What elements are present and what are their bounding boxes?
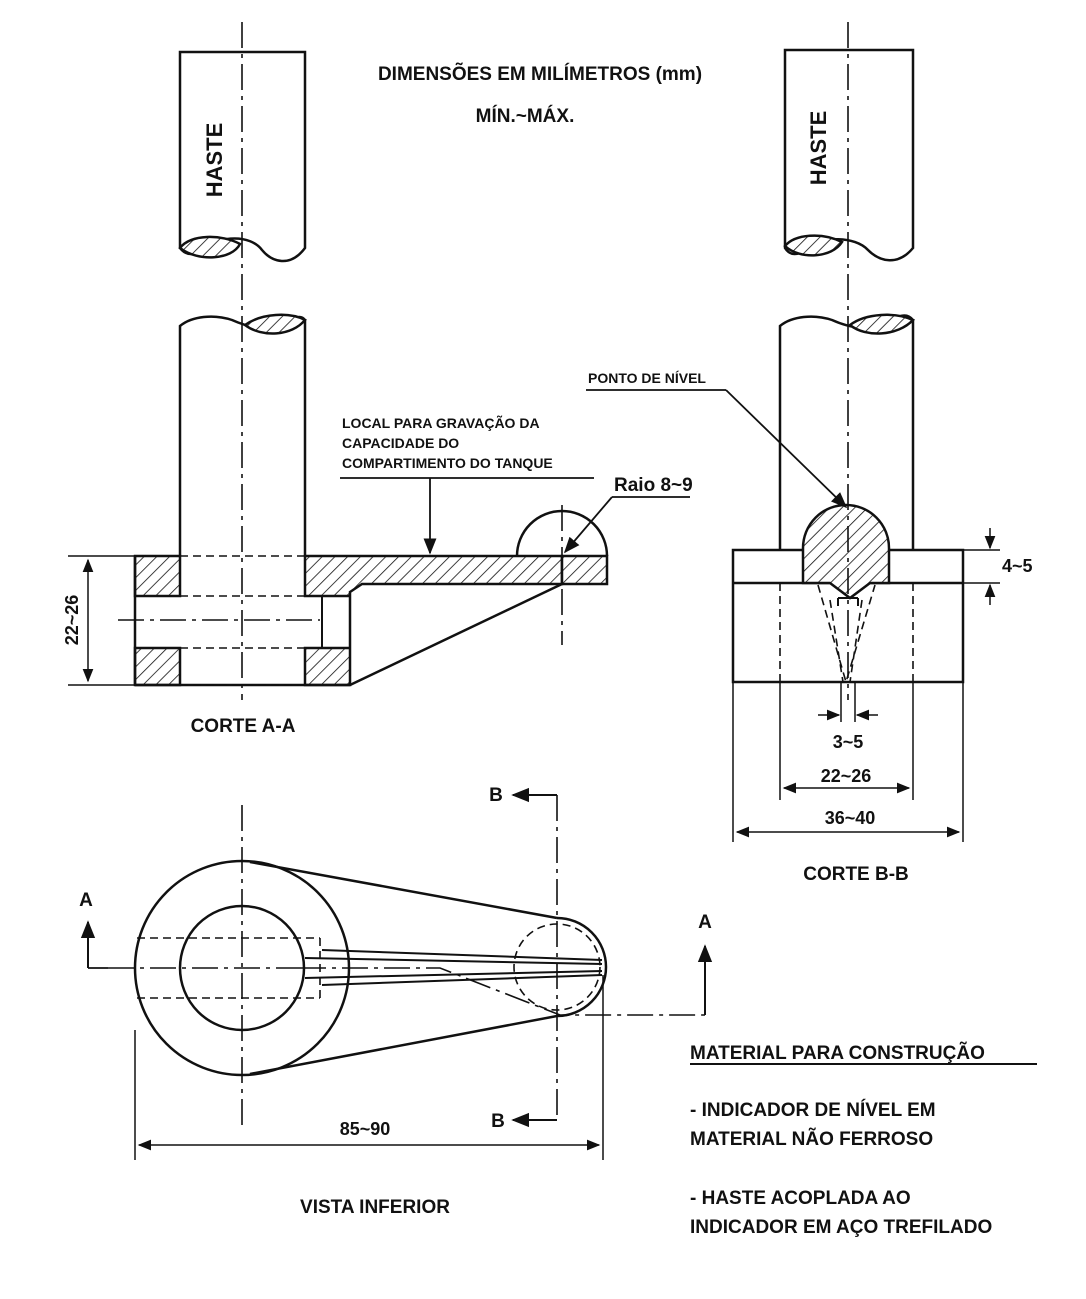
length-dim: 85~90 <box>340 1119 391 1139</box>
title-corte-bb: CORTE B-B <box>803 864 909 885</box>
width-dim: 36~40 <box>825 808 876 828</box>
rod-upper-break-hatch-aa <box>178 235 242 259</box>
tip-dim: 3~5 <box>833 732 864 752</box>
material-item2-line1: - HASTE ACOPLADA AO <box>690 1188 911 1209</box>
collar-hatch-right <box>303 554 564 687</box>
section-bb: HASTE PONTO DE NÍVEL 4~5 3 <box>586 22 1033 885</box>
collar-hatch-left-bottom <box>133 646 182 687</box>
rod-label-bb: HASTE <box>806 111 831 186</box>
title-corte-aa: CORTE A-A <box>191 716 296 737</box>
marker-b-top: B <box>489 785 503 806</box>
title-vista-inferior: VISTA INFERIOR <box>300 1197 450 1218</box>
marker-a-right: A <box>698 912 712 933</box>
thickness-dim: 4~5 <box>1002 556 1033 576</box>
rod-label-aa: HASTE <box>202 123 227 198</box>
rod-lower-aa <box>178 315 307 556</box>
collar-hatch-left-top <box>133 554 182 598</box>
marker-b-bottom: B <box>491 1111 505 1132</box>
material-item2-line2: INDICADOR EM AÇO TREFILADO <box>690 1217 992 1238</box>
units-note: DIMENSÕES EM MILÍMETROS (mm) <box>378 63 702 85</box>
marker-a-left: A <box>79 890 93 911</box>
rod-lower-break-hatch-aa <box>242 313 307 335</box>
engraving-note-line1: LOCAL PARA GRAVAÇÃO DA <box>342 414 540 431</box>
material-item1-line2: MATERIAL NÃO FERROSO <box>690 1128 933 1150</box>
radius-label: Raio 8~9 <box>614 475 693 496</box>
bore-dim: 22~26 <box>821 766 872 786</box>
bottom-view: A A B B 85~90 VISTA INFERIOR <box>79 785 713 1218</box>
engraving-note-line2: CAPACIDADE DO <box>342 435 459 451</box>
level-dome <box>801 503 891 600</box>
arm-end-arc <box>556 916 608 1018</box>
rod-upper-bb <box>783 48 915 262</box>
material-item1-line1: - INDICADOR DE NÍVEL EM <box>690 1099 936 1121</box>
material-notes: MATERIAL PARA CONSTRUÇÃO - INDICADOR DE … <box>690 1042 1037 1238</box>
material-heading: MATERIAL PARA CONSTRUÇÃO <box>690 1042 985 1064</box>
height-dim-aa: 22~26 <box>62 595 82 646</box>
section-aa: HASTE Raio 8~9 LOCAL PARA GRAVAÇÃ <box>62 22 693 737</box>
range-note: MÍN.~MÁX. <box>476 105 575 127</box>
engraving-note-line3: COMPARTIMENTO DO TANQUE <box>342 455 553 471</box>
level-point-label: PONTO DE NÍVEL <box>588 370 706 386</box>
